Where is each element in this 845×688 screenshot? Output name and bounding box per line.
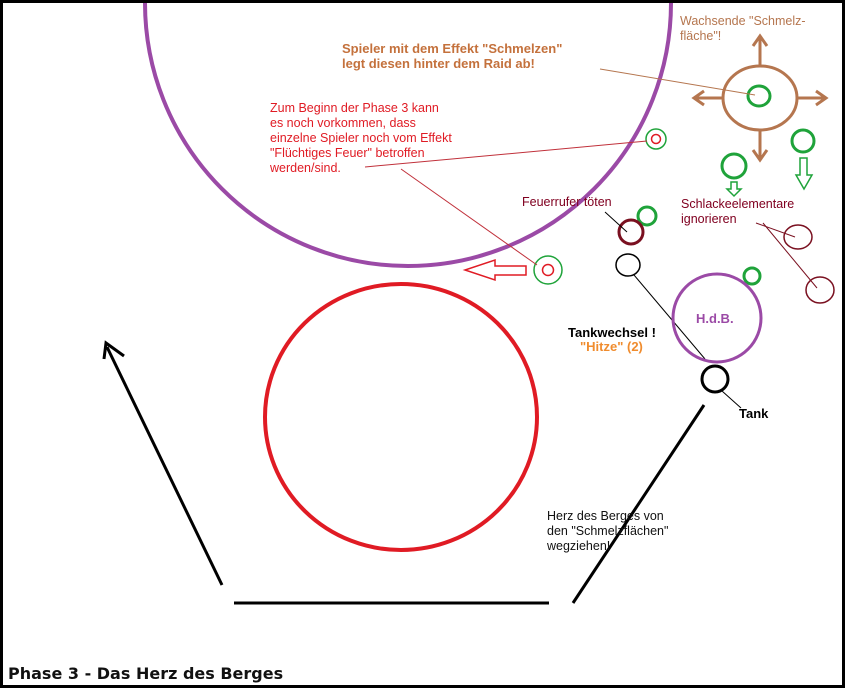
green-down-arrow [794, 157, 814, 191]
red-left-arrow [462, 258, 527, 282]
kite-path-diagonal-right [571, 404, 706, 604]
fire-player-marker-inner [650, 133, 662, 145]
pointer-line-schlacke-2 [762, 222, 818, 289]
large-red-circle [263, 282, 539, 552]
black-small-circle [615, 253, 641, 277]
schlackeelementar-circle [783, 224, 813, 250]
tank-circle [700, 364, 730, 394]
green-player-circle [742, 266, 762, 286]
hdb-circle [671, 272, 763, 364]
pointer-line-schmelzen [599, 68, 756, 96]
schmelzflaeche-symbol [691, 33, 829, 163]
label-feuerrufer: Feuerrufer töten [522, 195, 612, 209]
kite-path-arrowhead [102, 340, 125, 360]
green-player-circle [790, 128, 816, 154]
label-schmelzen: Spieler mit dem Effekt "Schmelzen" legt … [342, 41, 563, 71]
label-herz-wegziehen: Herz des Berges von den "Schmelzflächen"… [547, 509, 669, 553]
green-circle-melt-center [746, 84, 772, 108]
label-schmelzflaeche: Wachsende "Schmelz- fläche"! [680, 14, 806, 43]
label-hitze: "Hitze" (2) [580, 339, 643, 354]
label-schlackeelementare: Schlackeelementare ignorieren [681, 197, 795, 226]
label-fluechtiges-feuer: Zum Beginn der Phase 3 kann es noch vork… [270, 101, 452, 175]
green-down-arrow [725, 181, 743, 198]
schlackeelementar-circle [805, 276, 835, 304]
label-hdb: H.d.B. [696, 311, 734, 326]
kite-path-diagonal-left [105, 346, 224, 586]
pointer-line-fire-2 [400, 168, 538, 266]
fire-player-marker-inner [541, 263, 555, 277]
green-player-circle [636, 205, 658, 227]
fire-player-marker-outer [645, 128, 667, 150]
label-tank: Tank [739, 406, 769, 421]
line-to-hdb [633, 274, 706, 360]
green-player-circle [720, 152, 748, 180]
pointer-line-fire-1 [364, 140, 648, 168]
label-tankwechsel: Tankwechsel ! [568, 325, 656, 340]
large-purple-circle [143, 3, 673, 268]
diagram-drawing [102, 3, 835, 605]
diagram-title: Phase 3 - Das Herz des Berges [8, 664, 284, 683]
pointer-line-tank [721, 390, 742, 409]
pointer-line-feuerrufer [604, 211, 628, 233]
fire-player-marker-outer [533, 255, 563, 285]
feuerrufer-circle [617, 218, 645, 246]
pointer-line-schlacke-1 [755, 222, 796, 238]
